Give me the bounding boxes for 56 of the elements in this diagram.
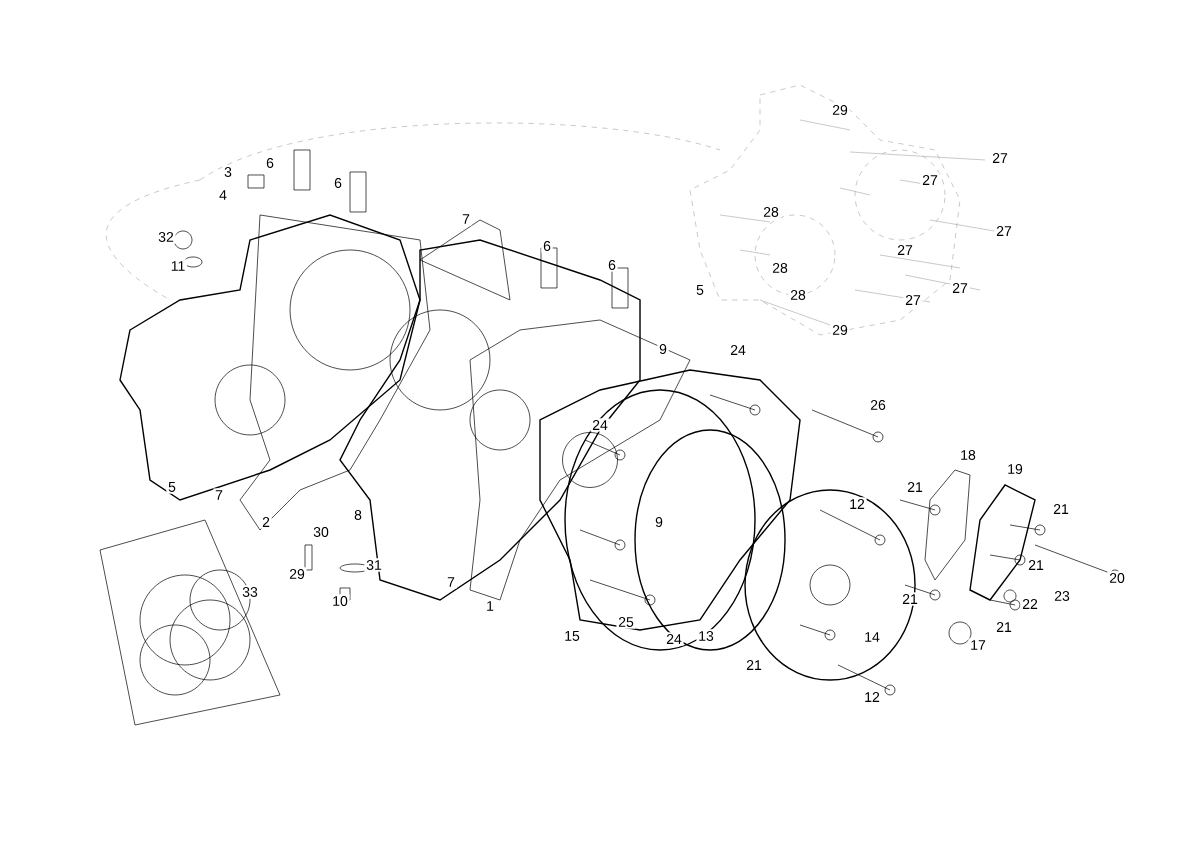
callout-number: 21 [900,592,920,606]
callout-number: 7 [445,575,457,589]
callout-number: 33 [240,585,260,599]
callout-number: 3 [222,165,234,179]
callout-number: 12 [862,690,882,704]
callout-number: 31 [364,558,384,572]
callout-number: 26 [868,398,888,412]
callout-number: 12 [847,497,867,511]
callout-number: 6 [332,176,344,190]
callout-number: 28 [761,205,781,219]
callout-number: 7 [213,488,225,502]
callout-number: 21 [744,658,764,672]
callout-number: 21 [994,620,1014,634]
callout-number: 29 [830,323,850,337]
callout-number: 23 [1052,589,1072,603]
callout-number: 5 [694,283,706,297]
callout-number: 10 [330,594,350,608]
callout-number: 4 [217,188,229,202]
callout-number: 5 [166,480,178,494]
callout-number: 29 [287,567,307,581]
callout-number: 30 [311,525,331,539]
callout-number: 24 [728,343,748,357]
callout-number: 32 [156,230,176,244]
callout-number: 27 [994,224,1014,238]
callout-number: 17 [968,638,988,652]
callout-number: 22 [1020,597,1040,611]
callout-number: 25 [616,615,636,629]
callout-number: 21 [1051,502,1071,516]
callout-number: 18 [958,448,978,462]
callout-number: 7 [460,212,472,226]
callout-number: 8 [352,508,364,522]
callout-number: 24 [664,632,684,646]
callout-number: 28 [788,288,808,302]
callout-number: 27 [950,281,970,295]
callout-number: 27 [990,151,1010,165]
callout-number: 13 [696,629,716,643]
callout-number: 9 [653,515,665,529]
callout-number: 21 [905,480,925,494]
callout-number: 11 [168,259,188,273]
callout-number: 6 [264,156,276,170]
callout-number: 9 [657,342,669,356]
callout-number: 28 [770,261,790,275]
callout-number: 1 [484,599,496,613]
callout-number: 24 [590,418,610,432]
callout-number: 19 [1005,462,1025,476]
callout-number: 14 [862,630,882,644]
callout-number: 2 [260,515,272,529]
callout-number: 27 [895,243,915,257]
callout-number: 27 [903,293,923,307]
callout-number: 6 [606,258,618,272]
callout-number: 29 [830,103,850,117]
callout-number: 6 [541,239,553,253]
callout-number: 27 [920,173,940,187]
callout-number: 20 [1107,571,1127,585]
callout-number: 15 [562,629,582,643]
callout-number: 21 [1026,558,1046,572]
